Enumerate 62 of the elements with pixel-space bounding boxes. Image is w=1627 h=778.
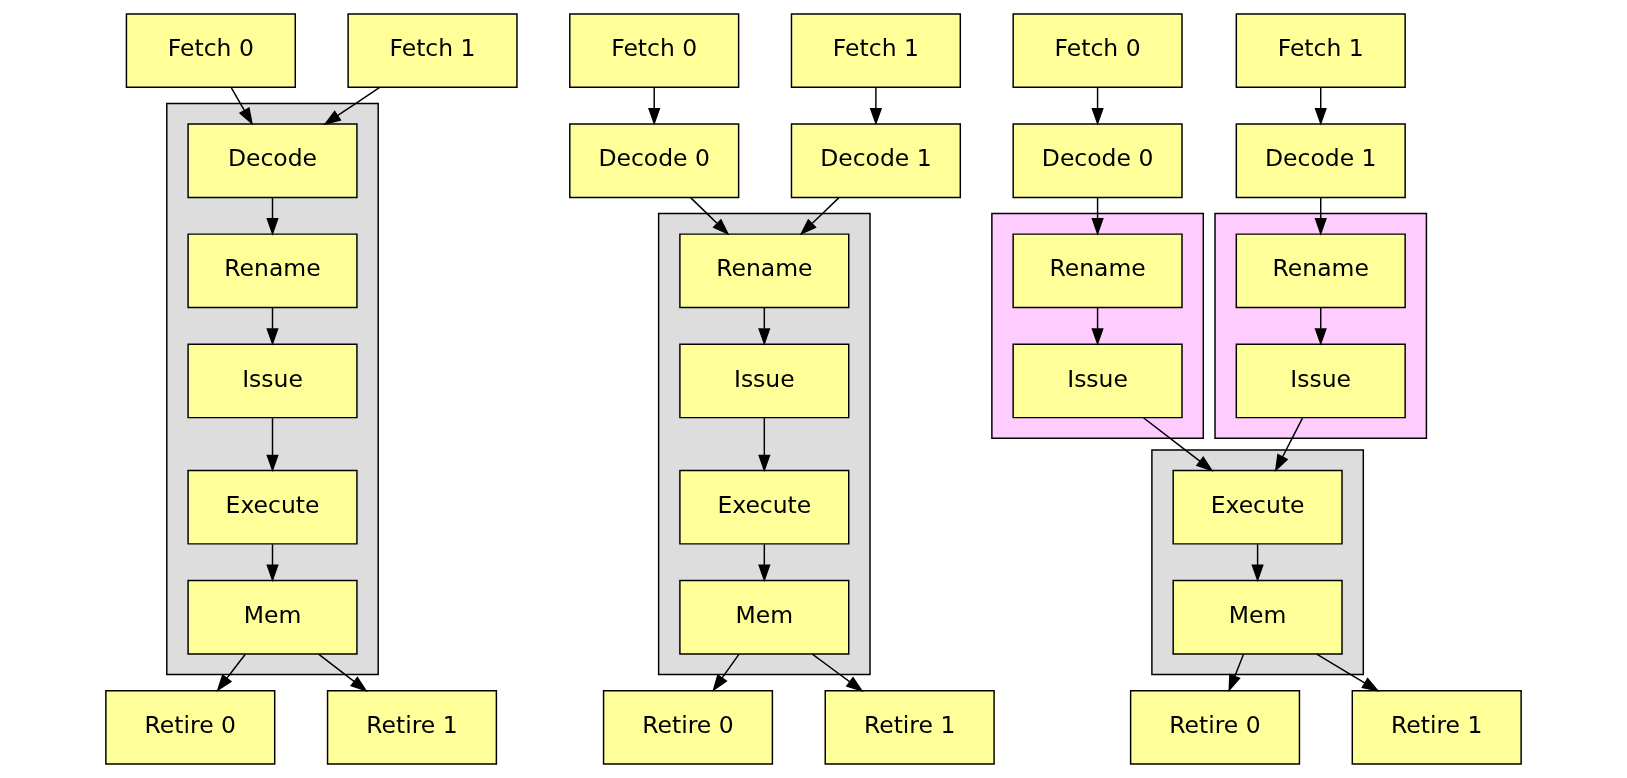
node-box: Decode 1 (1235, 123, 1406, 199)
arrow (758, 307, 771, 346)
cluster (1214, 212, 1428, 439)
arrow (230, 87, 253, 126)
node-box: Rename (679, 233, 850, 309)
arrow (1091, 197, 1104, 236)
cluster (657, 212, 871, 676)
arrow (869, 87, 883, 126)
node-box: Fetch 1 (347, 13, 518, 89)
arrow (317, 653, 368, 692)
node-box: Mem (1172, 579, 1343, 655)
arrow (1091, 307, 1104, 346)
arrow (216, 653, 246, 692)
node-box: Issue (679, 343, 850, 419)
node-box: Issue (1235, 343, 1406, 419)
node-box: Retire 1 (824, 689, 995, 765)
node-box: Issue (187, 343, 358, 419)
arrow (1314, 307, 1327, 346)
node-box: Retire 1 (1351, 689, 1522, 765)
node-box: Decode 0 (569, 123, 740, 199)
node-box: Rename (1235, 233, 1406, 309)
arrow (266, 417, 279, 473)
arrow (1314, 197, 1327, 236)
node-box: Issue (1012, 343, 1183, 419)
arrow (758, 417, 771, 473)
node-box: Execute (1172, 469, 1343, 545)
node-box: Fetch 1 (1235, 13, 1406, 89)
node-box: Retire 1 (326, 689, 498, 765)
node-box: Fetch 0 (569, 13, 740, 89)
arrow (1316, 653, 1380, 692)
cluster (166, 102, 379, 676)
arrow (1251, 543, 1264, 583)
node-box: Decode 1 (790, 123, 962, 199)
node-box: Fetch 1 (790, 13, 962, 89)
node-box: Retire 0 (1129, 689, 1301, 765)
node-box: Fetch 0 (1012, 13, 1183, 89)
cluster (991, 212, 1204, 439)
arrow (266, 307, 279, 346)
arrow (811, 653, 864, 692)
node-box: Execute (187, 469, 358, 545)
node-box: Retire 0 (602, 689, 774, 765)
arrow (266, 197, 279, 236)
arrow (758, 543, 771, 583)
node-box: Mem (679, 579, 850, 655)
arrow (266, 543, 279, 583)
node-box: Decode 0 (1012, 123, 1183, 199)
arrow (690, 197, 730, 236)
arrow (712, 653, 740, 692)
arrow (1274, 417, 1304, 473)
node-box: Execute (679, 469, 850, 545)
arrow (1091, 87, 1104, 126)
arrow (799, 197, 840, 236)
node-box: Fetch 0 (125, 13, 296, 89)
arrow (1142, 417, 1214, 472)
node-box: Rename (1012, 233, 1183, 309)
node-box: Mem (187, 579, 358, 655)
node-box: Decode (187, 123, 358, 199)
arrow (648, 87, 661, 126)
arrow (1314, 87, 1327, 126)
node-box: Retire 0 (105, 689, 276, 765)
arrow (1228, 653, 1245, 693)
node-box: Rename (187, 233, 358, 309)
